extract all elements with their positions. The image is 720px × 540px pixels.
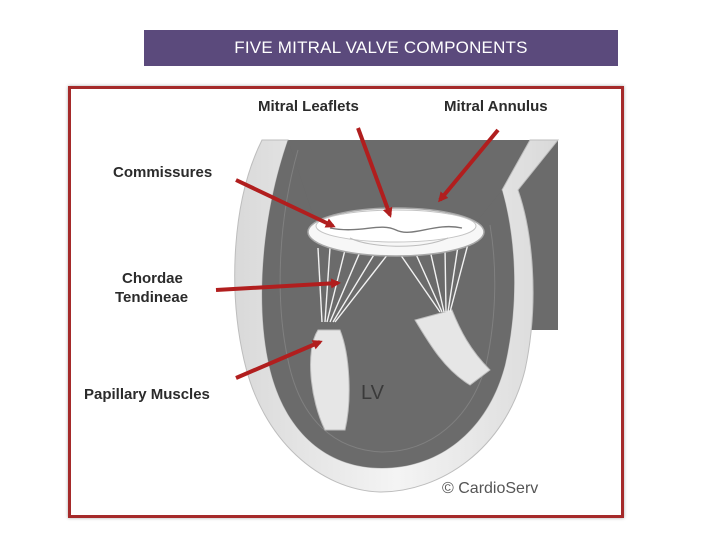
- cavity-edge: [279, 149, 496, 453]
- leaflet-underside: [349, 237, 449, 247]
- arrow-chordae-tendineae: [215, 278, 341, 292]
- copyright-notice: © CardioServ: [442, 480, 539, 497]
- label-lv: LV: [361, 382, 384, 404]
- label-papillary-muscles: Papillary Muscles: [84, 386, 210, 403]
- left-papillary-muscle: [310, 329, 350, 431]
- chordae-right: [399, 243, 469, 313]
- leaflet-coaptation-line: [329, 226, 463, 233]
- mitral-leaflets-surface: [315, 209, 477, 243]
- arrow-commissures: [235, 178, 336, 228]
- arrow-mitral-annulus: [438, 128, 500, 203]
- label-chordae-line1: Chordae: [122, 270, 183, 287]
- right-papillary-muscle: [414, 309, 491, 386]
- label-commissures: Commissures: [113, 164, 213, 181]
- label-mitral-leaflets: Mitral Leaflets: [258, 98, 359, 115]
- arrow-mitral-leaflets: [356, 127, 393, 218]
- slide-title: FIVE MITRAL VALVE COMPONENTS: [144, 30, 618, 66]
- label-chordae-line2: Tendineae: [115, 289, 189, 306]
- label-mitral-annulus: Mitral Annulus: [444, 98, 548, 115]
- arrow-papillary-muscles: [235, 340, 323, 380]
